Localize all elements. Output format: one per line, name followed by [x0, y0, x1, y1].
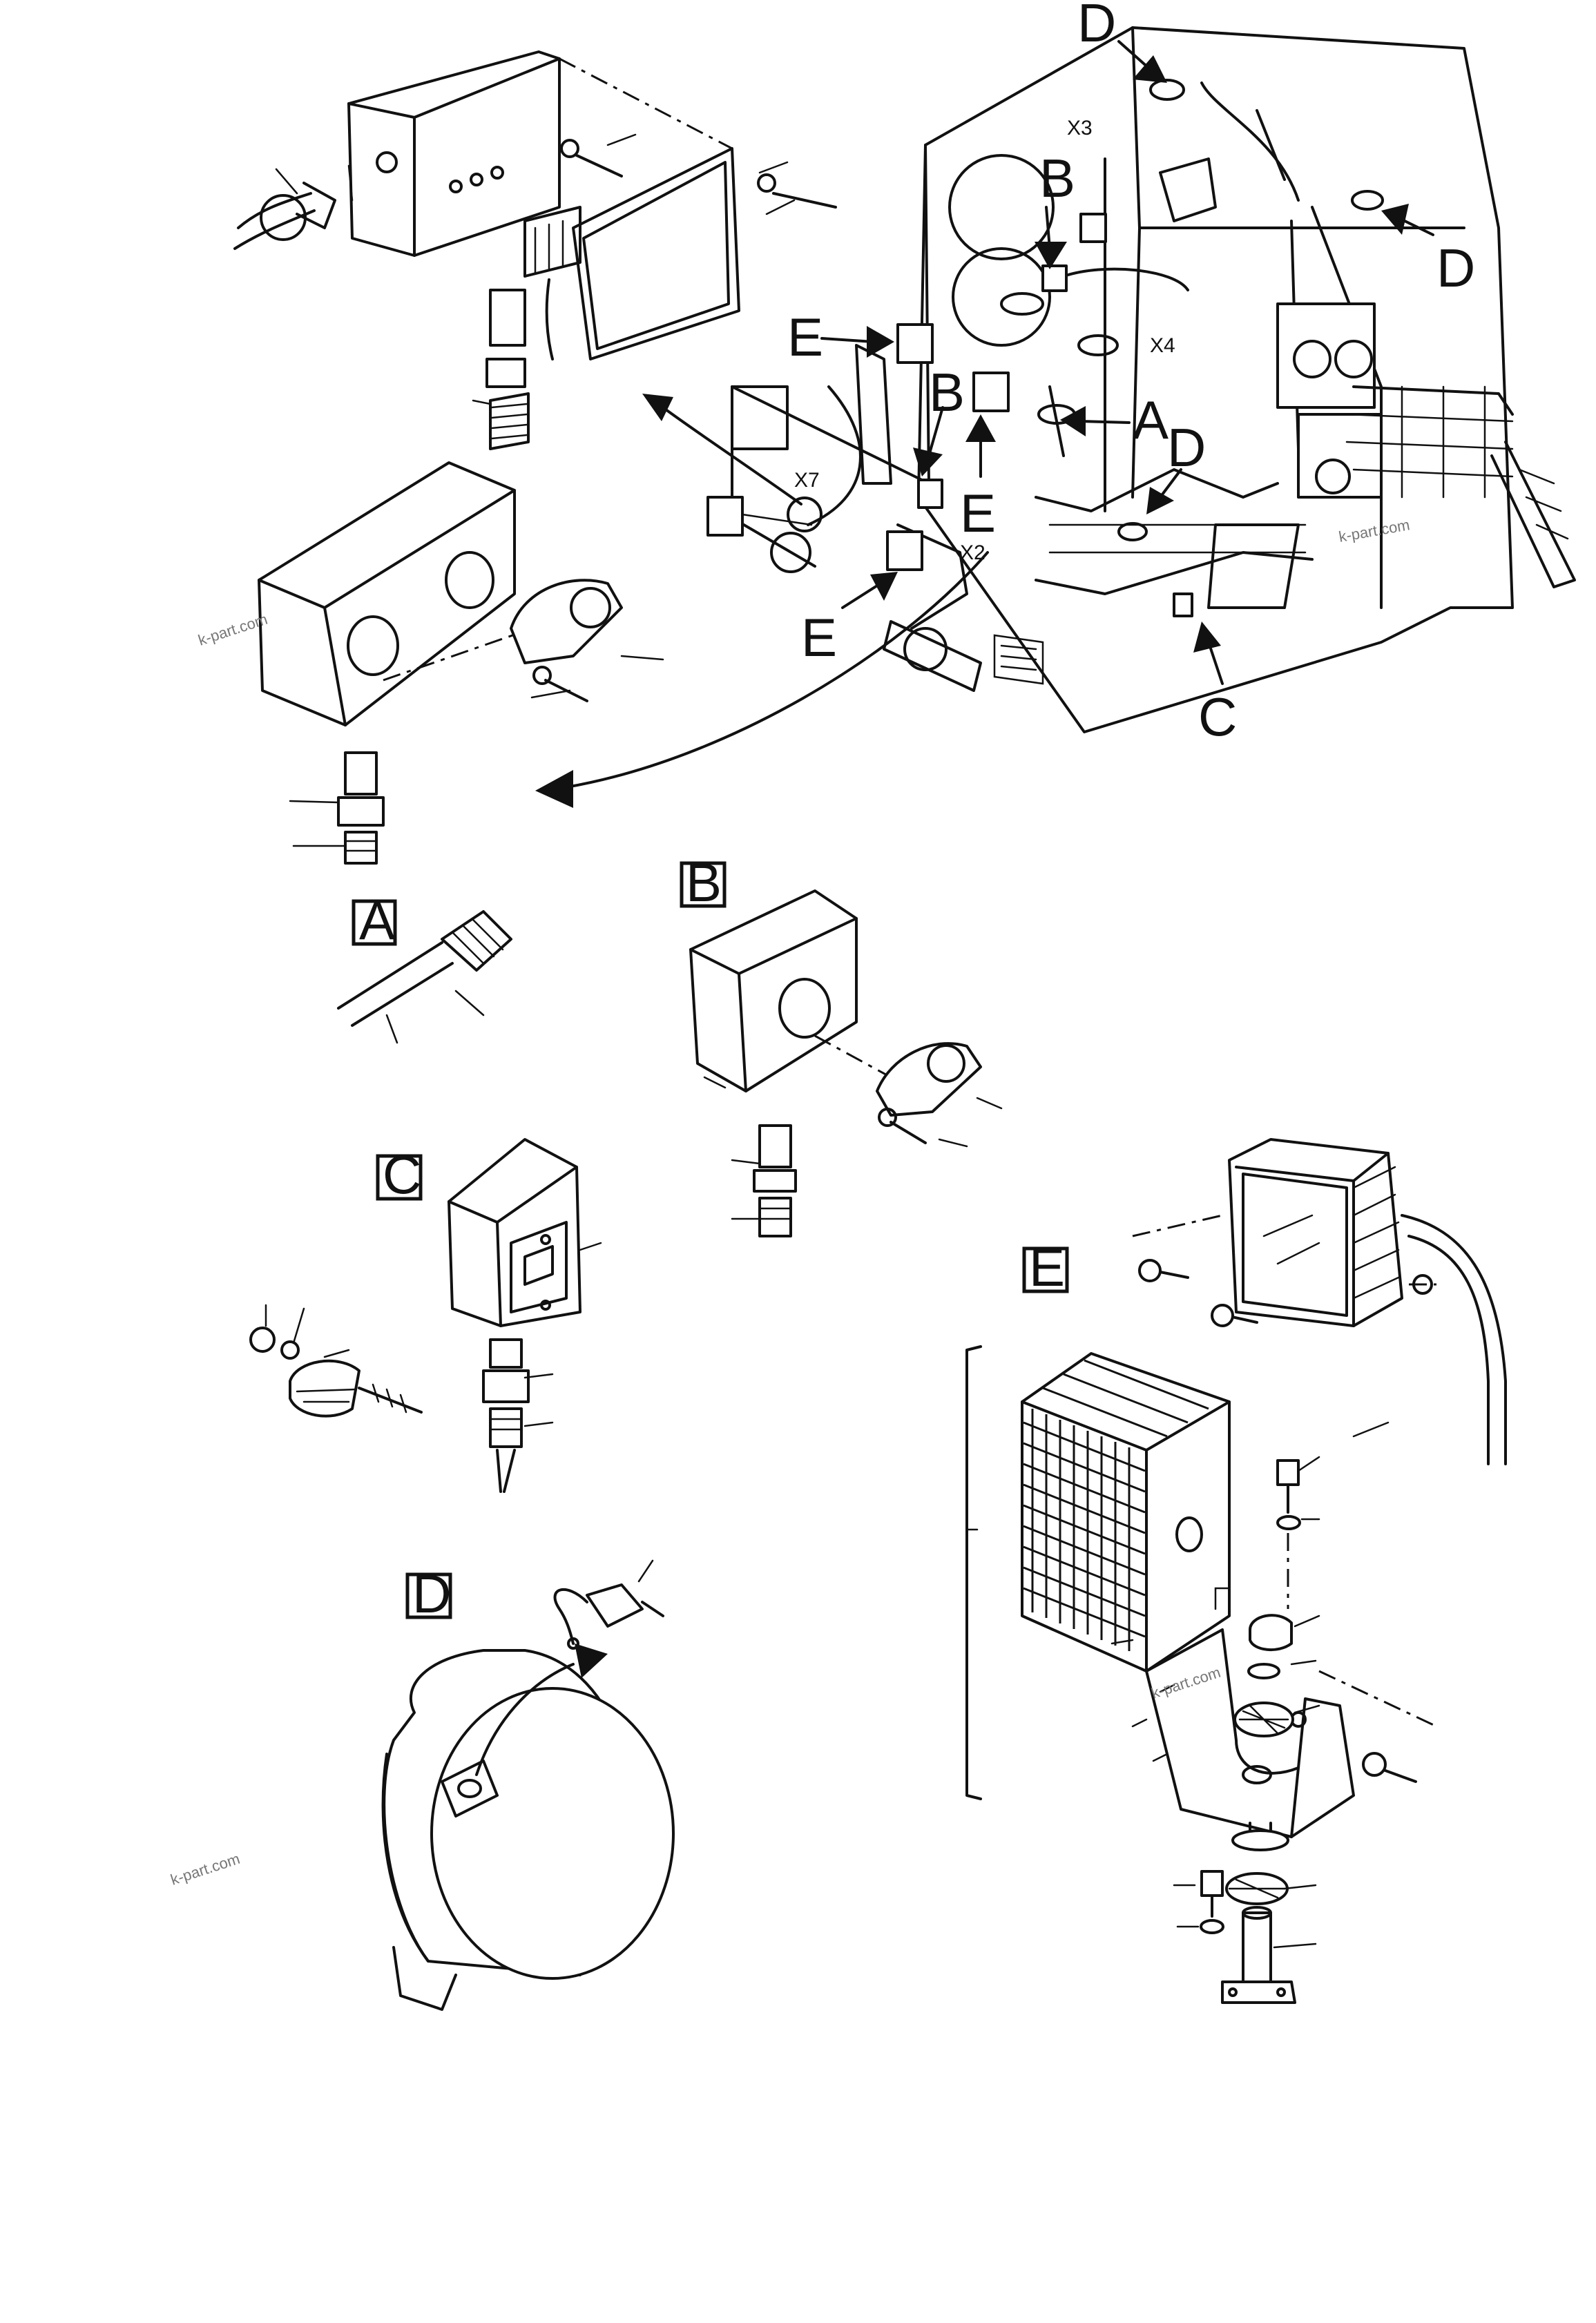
callout-d-mid: D — [1167, 417, 1206, 478]
part-a-sensor: A — [337, 890, 512, 1044]
part-b-switch-box: B — [680, 852, 1003, 1237]
connector-x7: X7 — [794, 469, 820, 492]
callout-e-bottom: E — [801, 607, 837, 668]
label-a: A — [359, 890, 395, 951]
watermark-4: k-part.com — [169, 1850, 242, 1889]
label-e: E — [1029, 1237, 1065, 1298]
part-c-toggle-switch: C — [249, 1138, 602, 1493]
part-d-beacon: D — [381, 1559, 675, 2011]
callout-e-mid: E — [960, 483, 996, 543]
label-c: C — [383, 1144, 421, 1205]
callout-b-mid: B — [929, 362, 965, 423]
label-b: B — [686, 852, 722, 913]
connector-x3: X3 — [1067, 117, 1093, 139]
enclosure-two-hole — [258, 461, 664, 865]
part-e-work-light: E — [965, 1138, 1507, 2004]
grill-grid — [1023, 1359, 1209, 1651]
callout-d-right: D — [1436, 238, 1475, 298]
junction-box-large — [233, 50, 837, 450]
callout-arrows — [820, 40, 1434, 685]
connector-x4: X4 — [1150, 334, 1175, 357]
watermark-2: k-part.com — [1338, 516, 1412, 546]
leader-arrows — [535, 394, 989, 808]
machine-body — [706, 26, 1576, 733]
callout-c-machine: C — [1198, 686, 1237, 747]
machine-callout-labels: D B D E B E A D E C X3 X4 X7 X2 — [787, 0, 1475, 747]
label-d: D — [412, 1563, 451, 1624]
callout-d-top: D — [1077, 0, 1116, 53]
callout-b-top: B — [1039, 148, 1075, 209]
callout-e-left: E — [787, 307, 823, 367]
callout-a-machine: A — [1133, 389, 1169, 450]
watermark-1: k-part.com — [196, 610, 270, 649]
